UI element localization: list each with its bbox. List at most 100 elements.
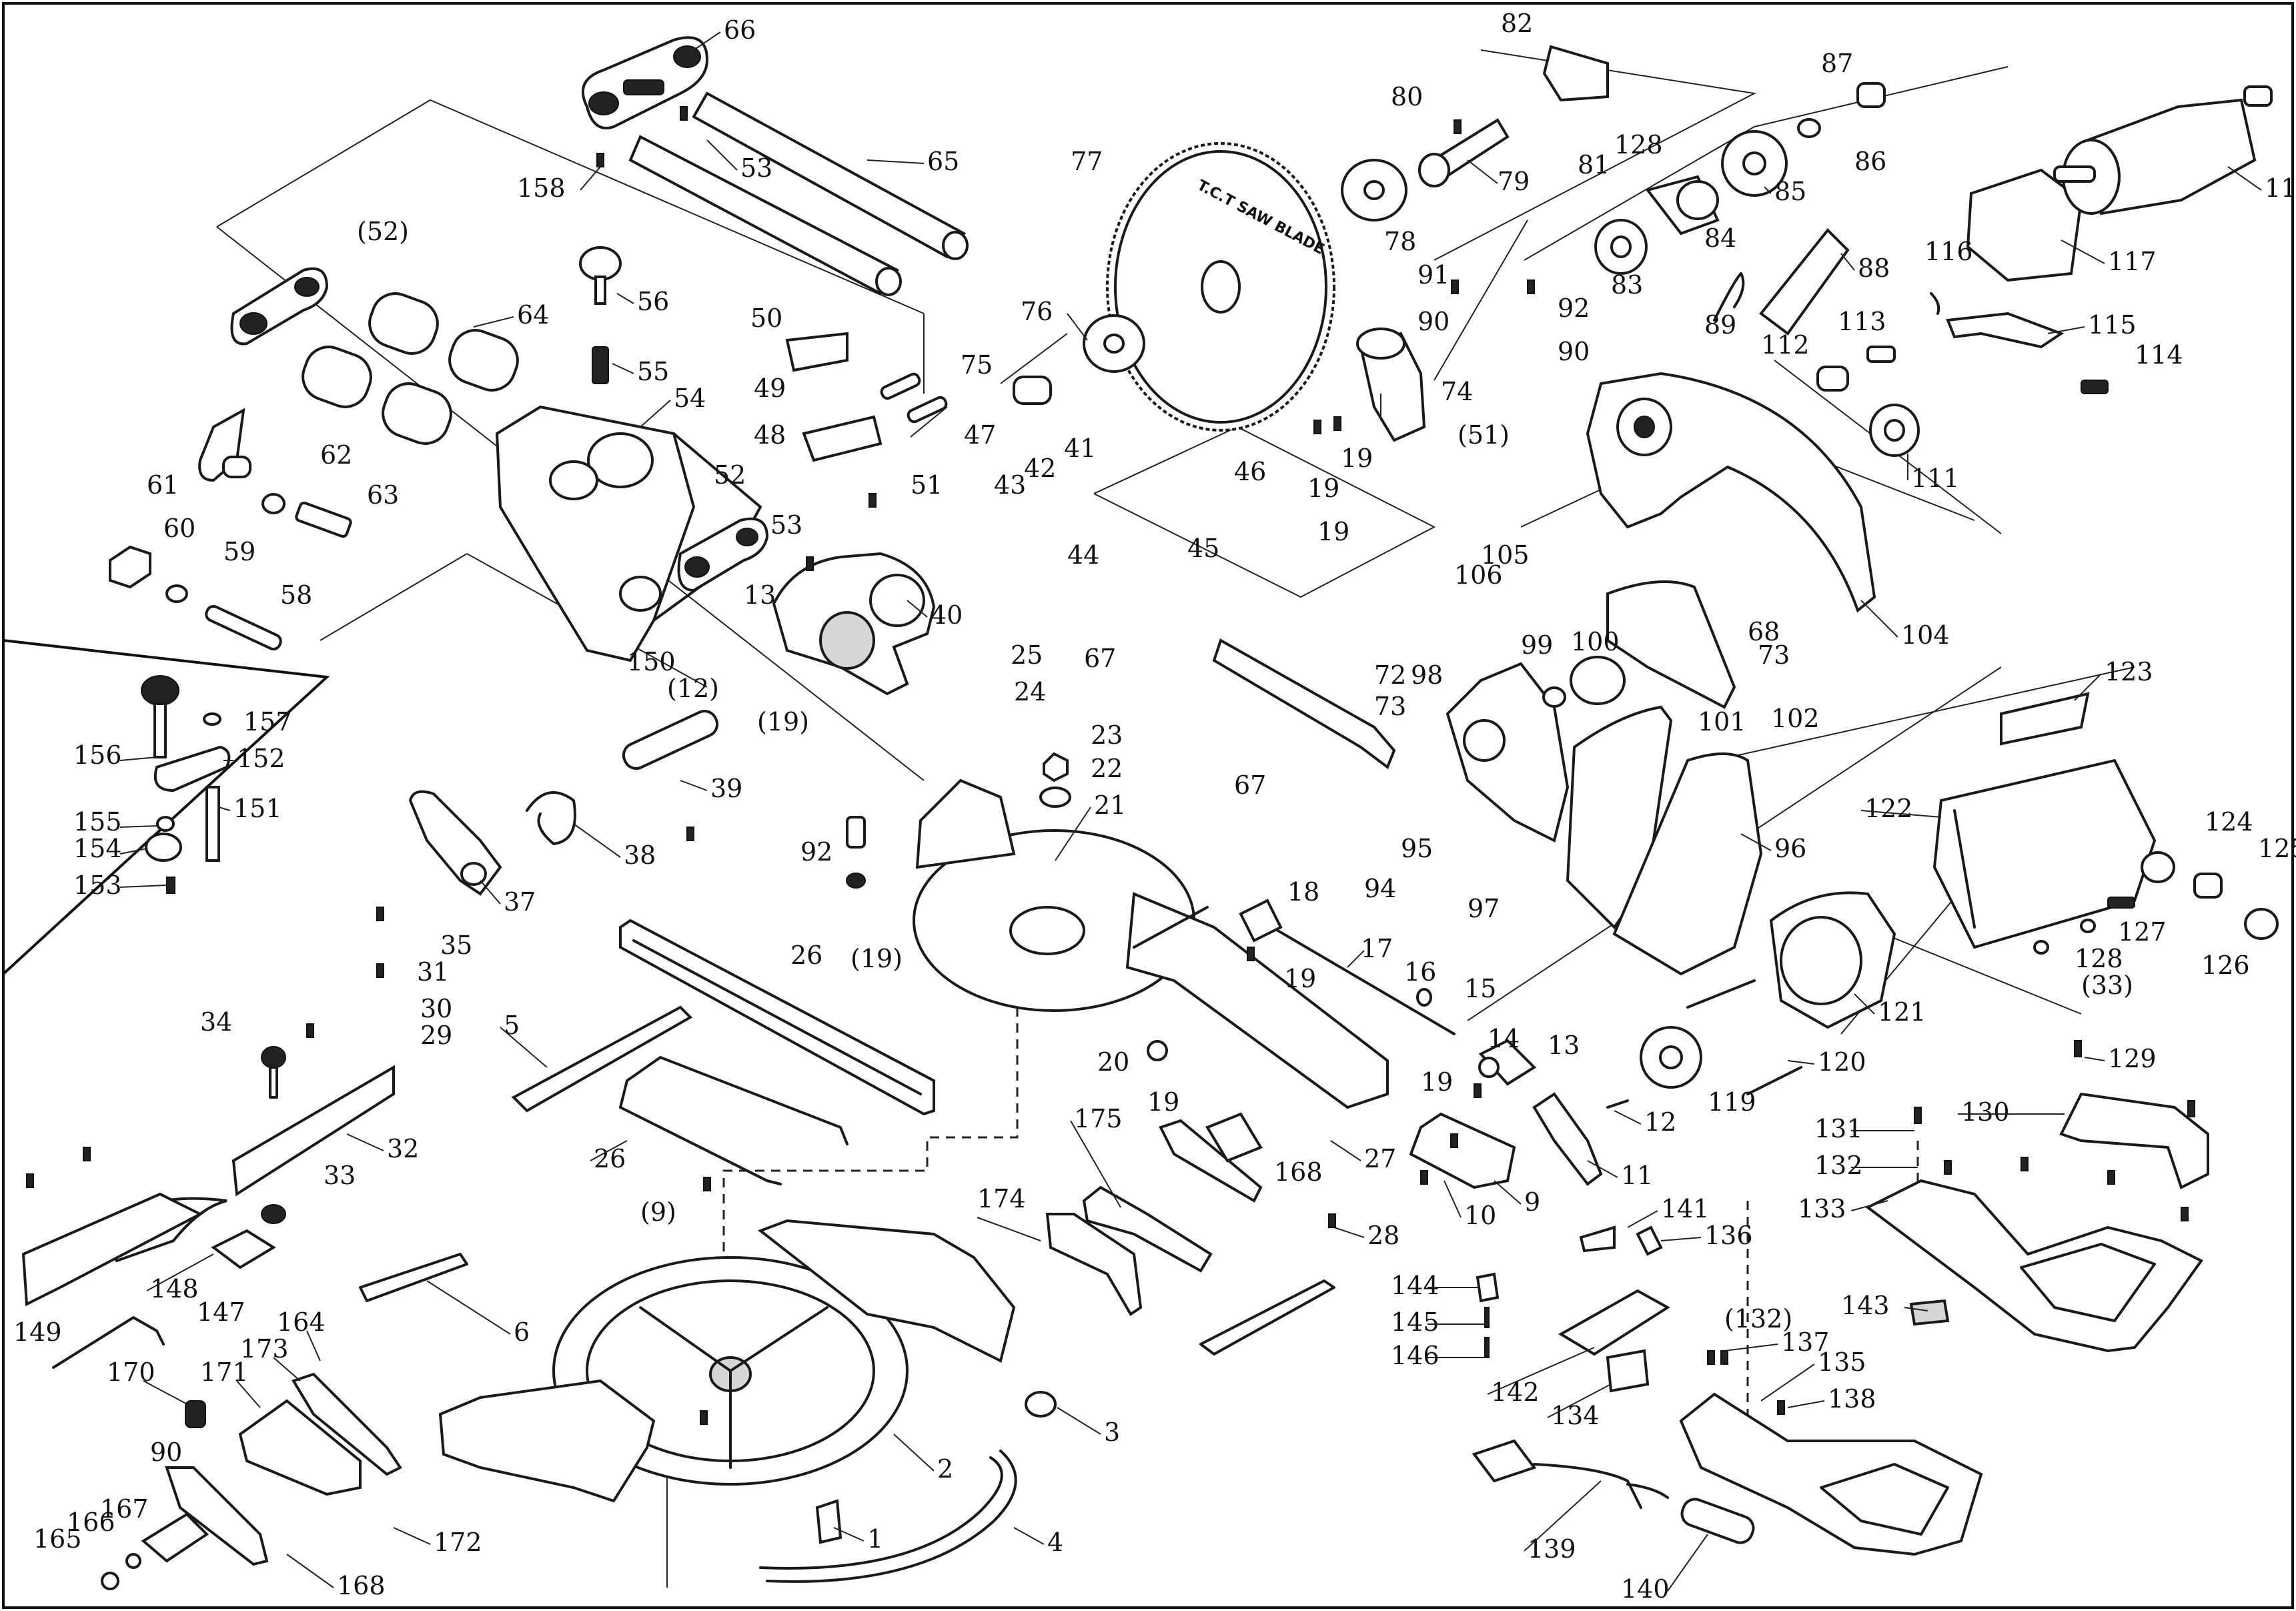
label-43: 43 xyxy=(994,470,1026,500)
gear-train xyxy=(1418,45,1886,275)
label-19-paren2: (19) xyxy=(850,944,903,973)
bushing-set xyxy=(230,267,519,445)
label-31: 31 xyxy=(417,957,449,987)
label-116: 116 xyxy=(1924,237,1973,266)
label-86: 86 xyxy=(1854,147,1886,176)
label-47: 47 xyxy=(964,420,996,450)
label-104: 104 xyxy=(1901,620,1950,650)
label-165: 165 xyxy=(33,1524,82,1554)
label-131: 131 xyxy=(1814,1114,1863,1143)
label-79: 79 xyxy=(1498,167,1530,196)
label-45: 45 xyxy=(1187,534,1219,563)
spring-assembly xyxy=(408,710,719,896)
label-19-paren1: (19) xyxy=(757,707,809,736)
motor-housing xyxy=(1769,692,2157,1029)
hex-key-149 xyxy=(52,1316,165,1369)
label-146: 146 xyxy=(1391,1341,1440,1370)
label-77: 77 xyxy=(1071,147,1103,176)
label-88: 88 xyxy=(1858,253,1890,283)
turntable-hardware xyxy=(846,752,1071,889)
label-15: 15 xyxy=(1464,974,1496,1003)
label-80: 80 xyxy=(1391,82,1423,111)
label-171: 171 xyxy=(200,1358,249,1387)
base xyxy=(438,1219,1016,1503)
label-114: 114 xyxy=(2135,340,2183,370)
lock-handle-9 xyxy=(1409,1112,1516,1189)
label-129: 129 xyxy=(2108,1044,2157,1073)
label-168a: 168 xyxy=(337,1571,386,1600)
label-48: 48 xyxy=(754,420,786,450)
label-123: 123 xyxy=(2105,657,2153,686)
label-62: 62 xyxy=(320,440,352,470)
miter-lock-parts xyxy=(1239,899,1629,1186)
label-117: 117 xyxy=(2108,247,2157,276)
label-87: 87 xyxy=(1821,49,1853,78)
label-102: 102 xyxy=(1771,704,1820,733)
wire-26-right xyxy=(1199,1279,1335,1356)
label-19b: 19 xyxy=(1317,517,1349,546)
label-12: 12 xyxy=(1644,1107,1676,1137)
hold-down-clamp-parts xyxy=(141,675,231,894)
label-164: 164 xyxy=(277,1307,326,1337)
label-144: 144 xyxy=(1391,1271,1440,1300)
label-17: 17 xyxy=(1361,934,1393,963)
clamp-plate-148 xyxy=(211,1229,276,1269)
label-170: 170 xyxy=(107,1358,155,1387)
label-173: 173 xyxy=(240,1334,289,1364)
wire-6 xyxy=(359,1253,468,1302)
label-158: 158 xyxy=(517,173,566,203)
label-19c: 19 xyxy=(1341,444,1373,473)
label-96: 96 xyxy=(1774,834,1806,863)
label-132: 132 xyxy=(1814,1151,1863,1180)
label-94: 94 xyxy=(1364,874,1396,903)
label-124: 124 xyxy=(2205,807,2253,837)
label-105: 105 xyxy=(1481,540,1530,570)
label-167: 167 xyxy=(100,1494,149,1524)
upper-blade-guard xyxy=(1586,372,1876,613)
label-83: 83 xyxy=(1611,270,1643,300)
label-67a: 67 xyxy=(1084,644,1116,673)
label-90c: 90 xyxy=(150,1438,182,1467)
label-41: 41 xyxy=(1064,434,1096,463)
label-135: 135 xyxy=(1818,1348,1866,1377)
label-150: 150 xyxy=(627,647,676,676)
label-149: 149 xyxy=(13,1317,62,1347)
label-6: 6 xyxy=(514,1317,530,1347)
label-3: 3 xyxy=(1104,1418,1120,1447)
label-2: 2 xyxy=(937,1454,953,1484)
label-156: 156 xyxy=(73,740,122,770)
label-51-paren: (51) xyxy=(1458,420,1510,450)
bracket-parts xyxy=(1045,1040,1263,1316)
label-119: 119 xyxy=(1708,1087,1756,1117)
rear-handle-lower xyxy=(1679,1392,1983,1556)
label-136: 136 xyxy=(1704,1221,1753,1250)
inset-box xyxy=(2,639,330,975)
label-51: 51 xyxy=(911,470,943,500)
label-27: 27 xyxy=(1364,1144,1396,1173)
label-84: 84 xyxy=(1704,223,1736,253)
label-172: 172 xyxy=(434,1528,482,1557)
label-81: 81 xyxy=(1578,150,1610,179)
label-21: 21 xyxy=(1094,790,1126,820)
lower-left-brackets xyxy=(101,1372,402,1590)
label-61: 61 xyxy=(147,470,179,500)
label-20: 20 xyxy=(1097,1047,1129,1077)
label-139: 139 xyxy=(1528,1534,1576,1564)
label-11: 11 xyxy=(1621,1161,1653,1190)
switch-parts xyxy=(1558,1225,1950,1393)
guard-hardware xyxy=(1816,292,2109,457)
label-34: 34 xyxy=(200,1007,232,1037)
label-19f: 19 xyxy=(1147,1087,1179,1117)
label-112: 112 xyxy=(1761,330,1810,360)
label-121: 121 xyxy=(1878,997,1926,1027)
motor-bracket xyxy=(772,552,936,696)
slide-rails xyxy=(628,91,969,296)
label-39: 39 xyxy=(710,774,742,803)
label-16: 16 xyxy=(1404,957,1436,987)
label-140: 140 xyxy=(1621,1574,1670,1604)
label-134: 134 xyxy=(1551,1401,1600,1430)
label-65: 65 xyxy=(927,147,959,176)
label-55: 55 xyxy=(637,357,669,386)
misc-screws xyxy=(26,106,2195,1425)
lower-blade-guard xyxy=(1446,662,1763,976)
